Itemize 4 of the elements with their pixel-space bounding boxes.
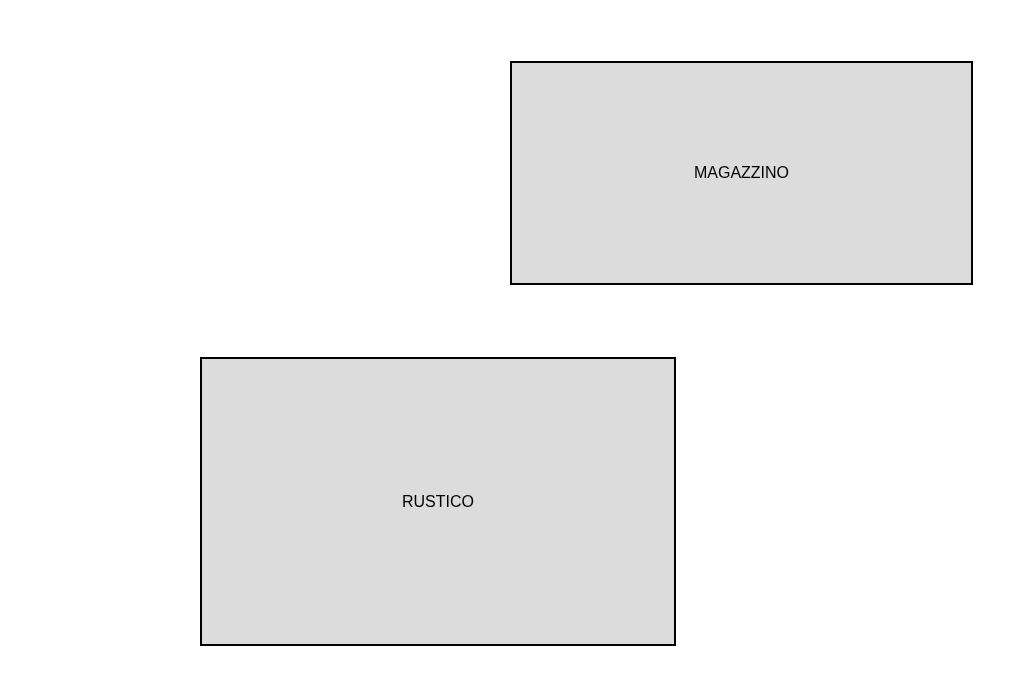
room-label: MAGAZZINO — [693, 164, 790, 182]
room-label: RUSTICO — [402, 492, 474, 511]
room-box — [510, 61, 973, 285]
room-box — [200, 357, 676, 646]
